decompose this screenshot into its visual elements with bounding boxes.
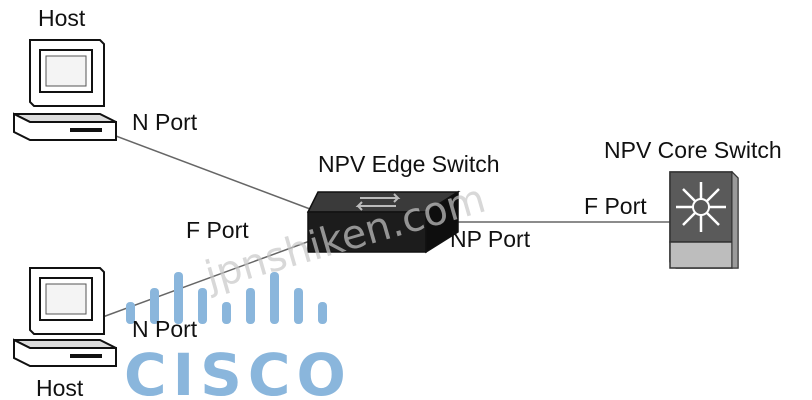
label-host-top: Host [38, 5, 86, 31]
label-host-bottom: Host [36, 375, 84, 400]
host-computer-bottom-icon [13, 267, 117, 367]
link-top-host-to-edge [99, 129, 319, 213]
cisco-logo-word: CISCO [124, 341, 352, 400]
label-n-port-bottom: N Port [132, 316, 198, 342]
npv-core-switch-icon [669, 170, 739, 269]
label-np-port: NP Port [450, 226, 531, 252]
label-npv-edge-switch: NPV Edge Switch [318, 151, 500, 177]
label-npv-core-switch: NPV Core Switch [604, 137, 782, 163]
label-n-port-top: N Port [132, 109, 198, 135]
host-computer-top-icon [13, 39, 117, 141]
cisco-logo: CISCO [124, 272, 352, 400]
npv-edge-switch-icon [306, 190, 461, 254]
label-f-port-left: F Port [186, 217, 249, 243]
label-f-port-right: F Port [584, 193, 647, 219]
link-bottom-host-to-edge [99, 237, 319, 319]
